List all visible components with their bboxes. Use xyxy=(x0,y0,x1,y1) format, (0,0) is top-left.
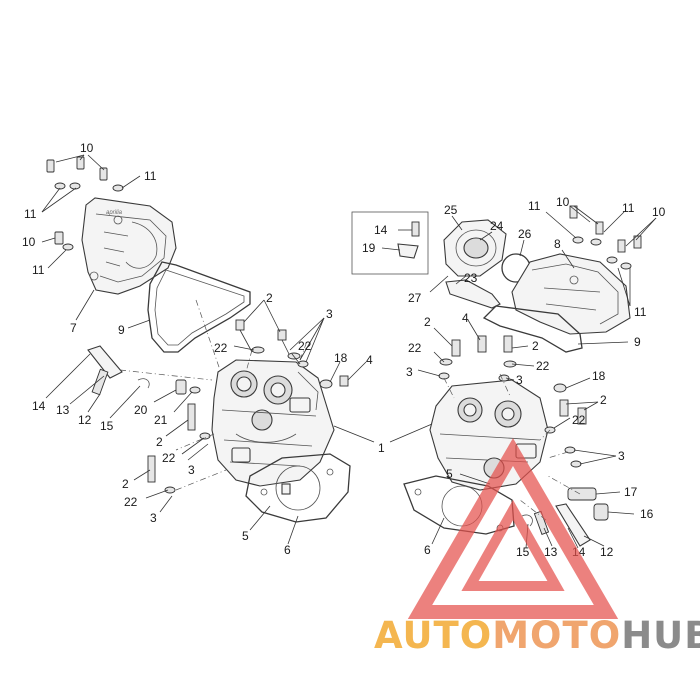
valve-cover-gasket-left xyxy=(147,261,251,353)
watermark-triangle-inner xyxy=(461,499,565,591)
callout-23: 23 xyxy=(464,271,478,285)
callout-22: 22 xyxy=(408,341,422,355)
callout-4: 4 xyxy=(462,311,469,325)
callout-12: 12 xyxy=(600,545,614,559)
callout-2: 2 xyxy=(600,393,607,407)
cylinder-head-left xyxy=(211,359,335,487)
callout-1: 1 xyxy=(378,441,385,455)
callout-26: 26 xyxy=(518,227,532,241)
callout-9: 9 xyxy=(634,335,641,349)
callout-7: 7 xyxy=(70,321,77,335)
callout-3: 3 xyxy=(326,307,333,321)
callout-19: 19 xyxy=(362,241,376,255)
valve-cover-gasket-right xyxy=(482,305,583,353)
callout-10: 10 xyxy=(80,141,94,155)
callout-27: 27 xyxy=(408,291,422,305)
callout-10: 10 xyxy=(652,205,666,219)
bolts-cover-right xyxy=(569,205,642,270)
callout-3: 3 xyxy=(516,373,523,387)
inset-box xyxy=(351,211,429,275)
callout-2: 2 xyxy=(266,291,273,305)
head-gasket-right xyxy=(403,475,515,535)
callout-6: 6 xyxy=(424,543,431,557)
valve-cover-left: aprilia xyxy=(81,197,177,295)
callout-13: 13 xyxy=(56,403,70,417)
callout-11: 11 xyxy=(32,263,45,277)
callout-13: 13 xyxy=(544,545,558,559)
callout-3: 3 xyxy=(150,511,157,525)
callout-9: 9 xyxy=(118,323,125,337)
callout-5: 5 xyxy=(446,467,453,481)
watermark-word-auto: AUTO xyxy=(374,614,492,657)
callout-17: 17 xyxy=(624,485,638,499)
callout-5: 5 xyxy=(242,529,249,543)
watermark-word-hub: HUB xyxy=(621,614,700,657)
callout-3: 3 xyxy=(406,365,413,379)
callout-22: 22 xyxy=(298,339,312,353)
callout-22: 22 xyxy=(536,359,550,373)
cover-brand-logo: aprilia xyxy=(106,210,123,216)
callout-14: 14 xyxy=(32,399,46,413)
bolts-cover-left xyxy=(46,156,124,251)
callout-2: 2 xyxy=(156,435,163,449)
callout-11: 11 xyxy=(24,207,37,221)
callout-11: 11 xyxy=(622,201,635,215)
callout-18: 18 xyxy=(334,351,348,365)
callout-8: 8 xyxy=(554,237,561,251)
dowel-left xyxy=(281,483,291,495)
watermark-word-moto: MOTO xyxy=(492,614,621,657)
watermark-triangle-outer xyxy=(407,438,619,619)
callout-11: 11 xyxy=(634,305,647,319)
callout-22: 22 xyxy=(572,413,586,427)
callout-16: 16 xyxy=(640,507,654,521)
callout-21: 21 xyxy=(154,413,168,427)
watermark-logo: AUTOMOTOHUB xyxy=(374,438,700,657)
callout-24: 24 xyxy=(490,219,504,233)
callout-11: 11 xyxy=(144,169,157,183)
inset-clip xyxy=(397,243,419,259)
callout-15: 15 xyxy=(100,419,114,433)
callout-2: 2 xyxy=(532,339,539,353)
bolts-head-right xyxy=(438,335,609,547)
inset-bolt xyxy=(411,221,420,237)
callout-10: 10 xyxy=(556,195,570,209)
callout-18: 18 xyxy=(592,369,606,383)
callout-22: 22 xyxy=(214,341,228,355)
callout-4: 4 xyxy=(366,353,373,367)
callout-25: 25 xyxy=(444,203,458,217)
callout-2: 2 xyxy=(424,315,431,329)
callout-10: 10 xyxy=(22,235,36,249)
callout-22: 22 xyxy=(162,451,176,465)
callout-6: 6 xyxy=(284,543,291,557)
watermark-text: AUTOMOTOHUB xyxy=(374,614,700,657)
valve-cover-right xyxy=(511,253,631,335)
callout-3: 3 xyxy=(618,449,625,463)
callout-2: 2 xyxy=(122,477,129,491)
bolts-head-left xyxy=(87,319,349,494)
callout-14: 14 xyxy=(374,223,388,237)
callout-12: 12 xyxy=(78,413,92,427)
callout-3: 3 xyxy=(188,463,195,477)
callout-22: 22 xyxy=(124,495,138,509)
head-gasket-left xyxy=(245,453,351,523)
callout-15: 15 xyxy=(516,545,530,559)
callout-20: 20 xyxy=(134,403,148,417)
callout-11: 11 xyxy=(528,199,541,213)
